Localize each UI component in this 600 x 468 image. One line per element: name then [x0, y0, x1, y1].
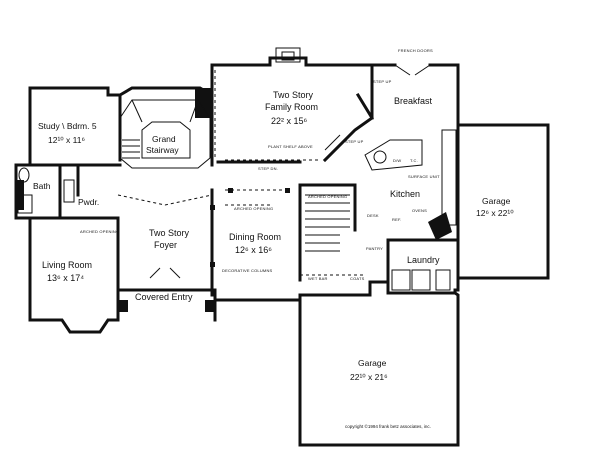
dining-label: Dining Room: [229, 232, 281, 242]
breakfast-label: Breakfast: [394, 96, 433, 106]
note-arched-opening-1: ARCHED OPENING: [80, 229, 119, 234]
garage-main-dims: 22¹⁰ x 21⁶: [350, 372, 388, 382]
note-step-up-2: STEP UP: [345, 139, 364, 144]
pwdr-label: Pwdr.: [78, 197, 99, 207]
covered-entry-label: Covered Entry: [135, 292, 193, 302]
living-label: Living Room: [42, 260, 92, 270]
grand-stairway-label-1: Grand: [152, 134, 176, 144]
foyer-arches: [117, 189, 365, 276]
note-coats: COATS: [350, 276, 365, 281]
note-surface-unit: SURFACE UNIT: [408, 174, 440, 179]
study-dims: 12¹⁰ x 11⁶: [48, 135, 85, 145]
room-labels: Study \ Bdrm. 5 12¹⁰ x 11⁶ Bath Pwdr. Gr…: [33, 90, 514, 382]
note-arched-opening-3: ARCHED OPENING: [308, 194, 347, 199]
note-step-up-1: STEP UP: [373, 79, 392, 84]
note-tc: T.C.: [410, 158, 418, 163]
study-name: Study \ Bdrm. 5: [38, 121, 97, 131]
family-room-details: [214, 70, 375, 163]
decorative-columns-icon: [210, 188, 290, 267]
note-french-doors: FRENCH DOORS: [398, 48, 433, 53]
laundry-label: Laundry: [407, 255, 440, 265]
copyright-note: copyright ©1994 frank betz associates, i…: [345, 423, 431, 429]
dining-dims: 12⁶ x 16⁶: [235, 245, 272, 255]
garage-side-label: Garage: [482, 196, 511, 206]
living-dims: 13⁶ x 17⁴: [47, 273, 84, 283]
grand-stairway-label-2: Stairway: [146, 145, 179, 155]
note-pantry: PANTRY: [366, 246, 383, 251]
note-arched-opening-2: ARCHED OPENING: [234, 206, 273, 211]
note-desk: DESK: [367, 213, 379, 218]
foyer-label-1: Two Story: [149, 228, 190, 238]
note-wet-bar: WET BAR: [308, 276, 328, 281]
family-label-1: Two Story: [273, 90, 314, 100]
note-ovens: OVENS: [412, 208, 427, 213]
note-plant-shelf: PLANT SHELF ABOVE: [268, 144, 313, 149]
plan-notes: FRENCH DOORS STEP UP STEP UP STEP DN. PL…: [80, 48, 440, 429]
note-decorative-columns: DECORATIVE COLUMNS: [222, 268, 273, 273]
kitchen-island: [364, 139, 423, 171]
kitchen-counter: [441, 129, 457, 226]
bath-label: Bath: [33, 181, 51, 191]
garage-side-dims: 12⁶ x 22¹⁰: [476, 208, 514, 218]
interior-walls: [28, 63, 457, 297]
foyer-label-2: Foyer: [154, 240, 177, 250]
french-doors-icon: [394, 64, 431, 76]
note-step-dn: STEP DN.: [258, 166, 278, 171]
note-dw: D/W: [393, 158, 401, 163]
kitchen-label: Kitchen: [390, 189, 420, 199]
grand-stairway-shape: [119, 99, 211, 169]
laundry-fixtures: [391, 269, 451, 291]
family-label-2: Family Room: [265, 102, 318, 112]
family-dims: 22² x 15⁶: [271, 116, 308, 126]
bath-fixtures: [17, 167, 75, 214]
garage-main-label: Garage: [358, 358, 387, 368]
stair-treads: [122, 139, 350, 252]
note-ref: REF.: [392, 217, 401, 222]
fireplace-icon: [275, 47, 301, 63]
front-door-icon: [149, 267, 181, 279]
